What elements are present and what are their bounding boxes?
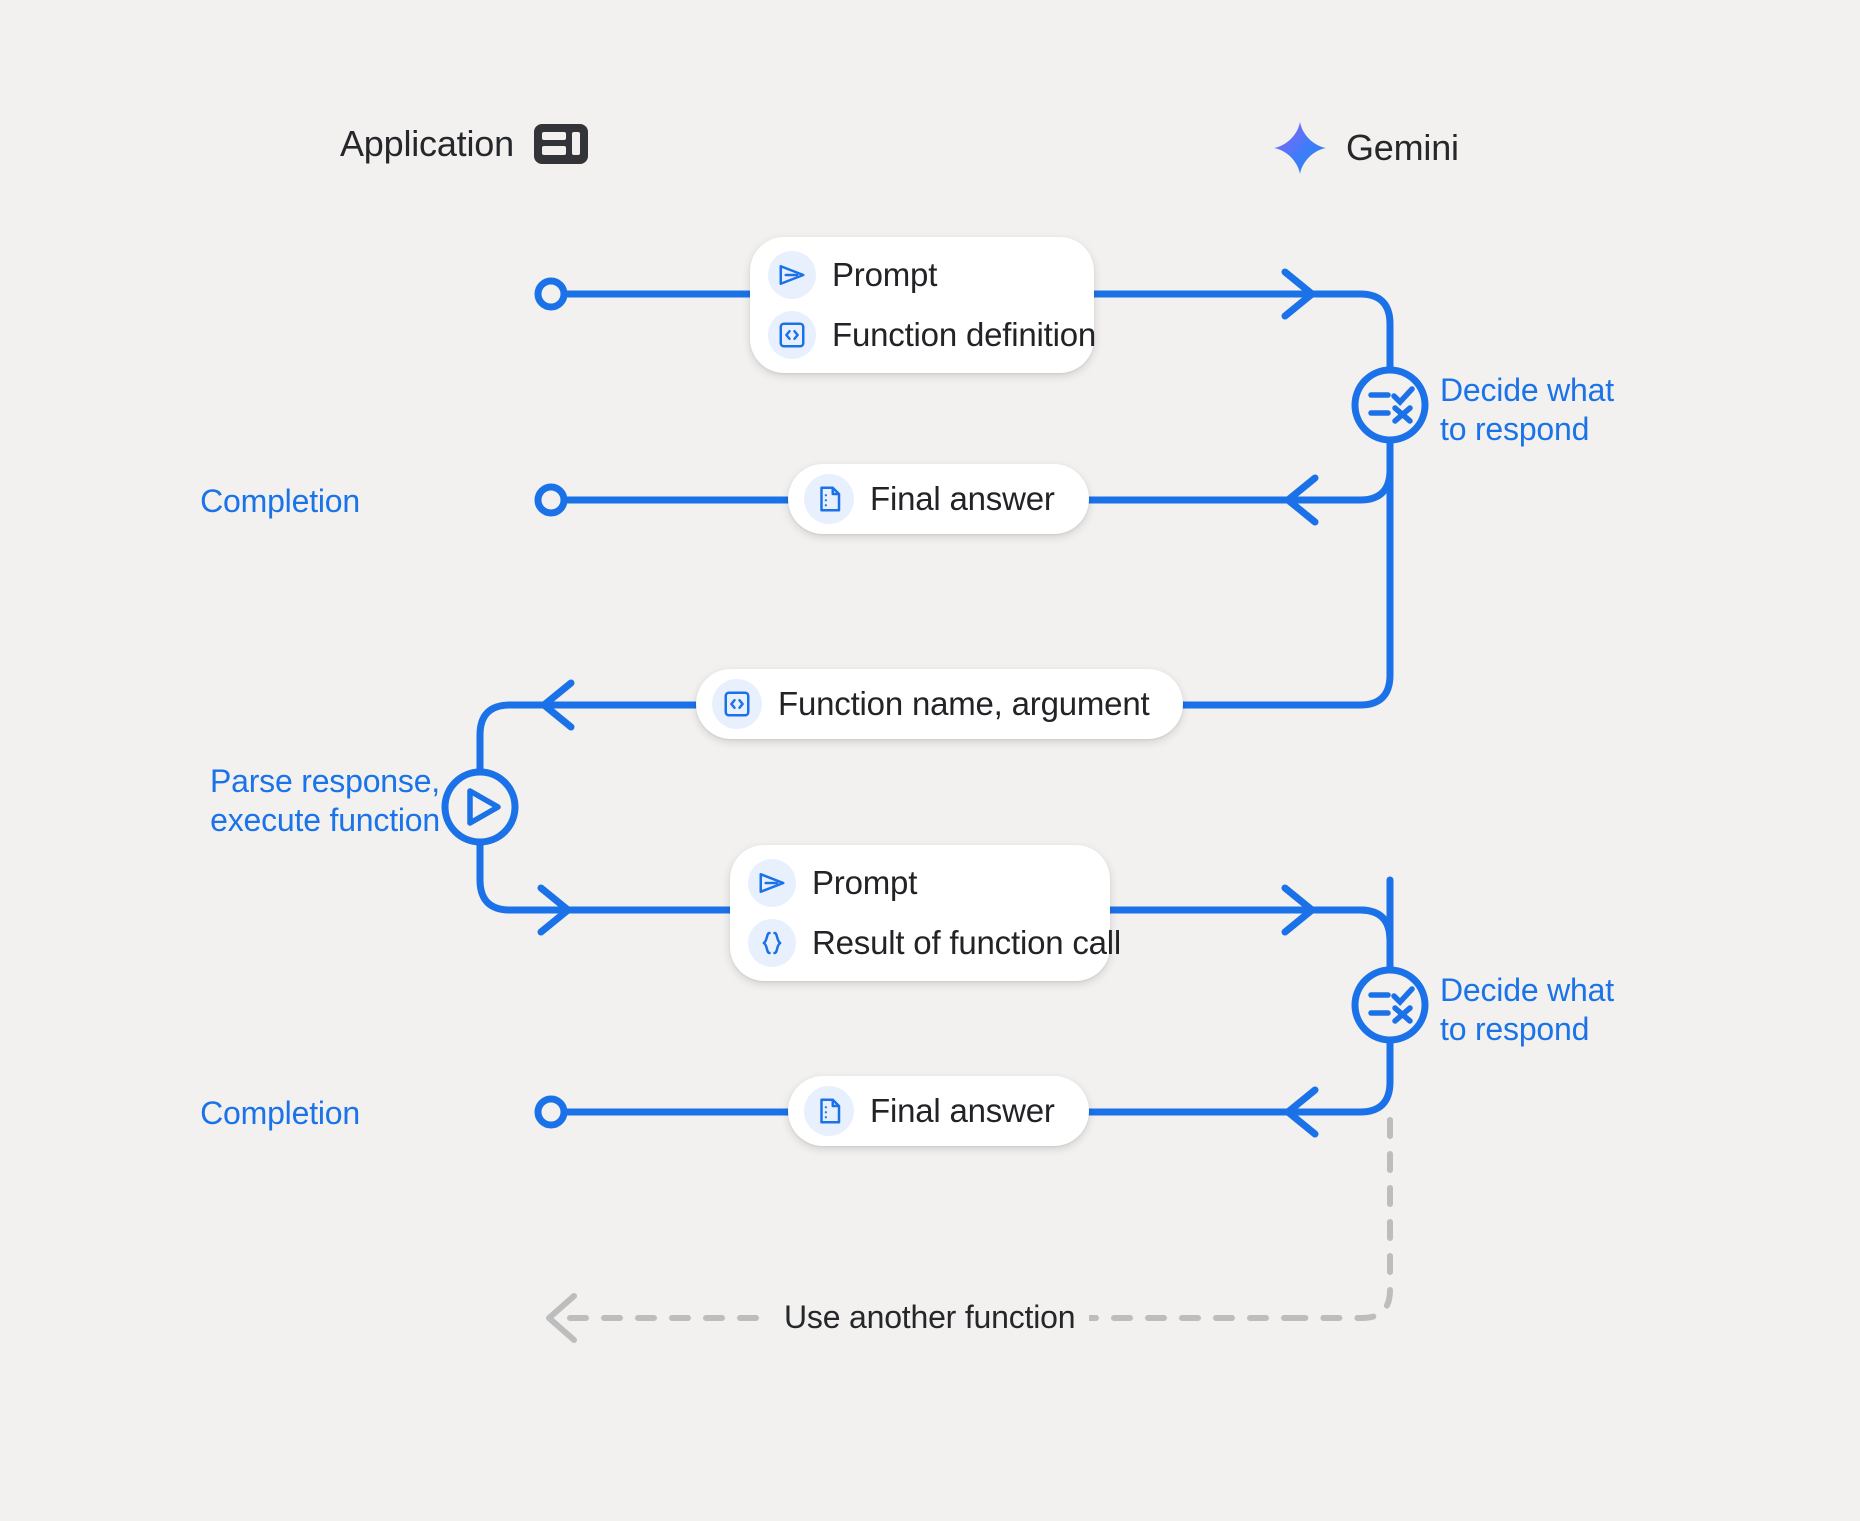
play-icon xyxy=(467,788,501,826)
flow-into-parse xyxy=(476,701,560,776)
origin-marker-completion-2 xyxy=(534,1095,568,1129)
message-pill-request-1[interactable]: Prompt Function definition xyxy=(750,237,1096,373)
arrowhead-request-1 xyxy=(1281,268,1316,320)
arrowhead-function-call xyxy=(540,679,575,731)
document-icon xyxy=(804,1086,854,1136)
loop-arrowhead xyxy=(546,1293,577,1343)
process-label-decide-1: Decide what to respond xyxy=(1440,372,1614,448)
send-icon xyxy=(748,859,796,907)
pill-row: Final answer xyxy=(804,474,1055,524)
flow-decide2-to-completion xyxy=(1296,1036,1394,1116)
origin-marker-request-1 xyxy=(534,277,568,311)
document-icon xyxy=(804,474,854,524)
flow-into-decide-2b xyxy=(1296,906,1394,974)
pill-row: Function name, argument xyxy=(712,679,1150,729)
decision-rules-icon xyxy=(1368,986,1415,1024)
pill-label: Final answer xyxy=(870,1092,1055,1129)
gemini-sparkle-icon xyxy=(1272,120,1328,176)
code-brackets-icon xyxy=(768,311,816,359)
message-pill-completion-1[interactable]: Final answer xyxy=(788,464,1089,534)
decision-rules-icon xyxy=(1368,386,1415,424)
pill-row: Result of function call xyxy=(748,919,1121,967)
pill-row: Prompt xyxy=(748,859,1080,907)
loop-label: Use another function xyxy=(770,1299,1090,1336)
pill-label: Prompt xyxy=(832,256,938,293)
process-label-parse-execute: Parse response, execute function xyxy=(209,763,440,839)
dashboard-layout-icon xyxy=(532,120,590,168)
message-pill-completion-2[interactable]: Final answer xyxy=(788,1076,1089,1146)
process-label-decide-2: Decide what to respond xyxy=(1440,972,1614,1048)
decide-2-circle xyxy=(1351,966,1429,1044)
actor-header-gemini: Gemini xyxy=(1272,120,1459,176)
pill-label: Function name, argument xyxy=(778,685,1150,722)
parse-execute-circle xyxy=(441,768,519,846)
decide-1-circle xyxy=(1351,366,1429,444)
arrowhead-completion-1 xyxy=(1284,474,1319,526)
pill-label: Prompt xyxy=(812,864,918,901)
pill-label: Function definition xyxy=(832,316,1097,353)
pill-row: Final answer xyxy=(804,1086,1055,1136)
code-brackets-icon xyxy=(712,679,762,729)
flow-out-parse xyxy=(476,838,560,914)
send-icon xyxy=(768,251,816,299)
arrowhead-completion-2 xyxy=(1284,1086,1319,1138)
flow-decide1-to-completion xyxy=(1296,436,1394,504)
actor-gemini-label: Gemini xyxy=(1346,127,1459,168)
flow-decide1-to-funccall xyxy=(1296,436,1394,709)
arrowhead-out-parse xyxy=(537,884,572,936)
pill-row: Prompt xyxy=(768,251,1064,299)
origin-marker-completion-1 xyxy=(534,483,568,517)
side-label-completion-2: Completion xyxy=(200,1095,360,1131)
pill-row: Function definition xyxy=(768,311,1096,359)
message-pill-function-call[interactable]: Function name, argument xyxy=(696,669,1184,739)
side-label-completion-1: Completion xyxy=(200,483,360,519)
message-pill-request-2[interactable]: Prompt Result of function call xyxy=(730,845,1121,981)
arrowhead-request-2 xyxy=(1281,884,1316,936)
pill-label: Final answer xyxy=(870,480,1055,517)
curly-braces-icon xyxy=(748,919,796,967)
actor-header-application: Application xyxy=(340,120,590,168)
loop-path-vertical xyxy=(1297,1117,1393,1321)
actor-application-label: Application xyxy=(340,123,514,164)
flow-into-decide-1 xyxy=(1296,290,1394,374)
pill-label: Result of function call xyxy=(812,924,1122,961)
